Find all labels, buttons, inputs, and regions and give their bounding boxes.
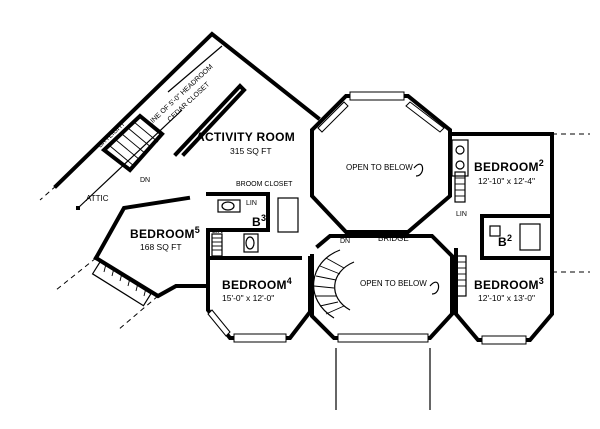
extension-lines (39, 185, 159, 331)
bedroom-4-label: BEDROOM4 (222, 276, 292, 292)
bedroom-3-walls (454, 248, 590, 345)
broom-closet-label: BROOM CLOSET (236, 181, 293, 188)
bedroom-2-walls (450, 132, 590, 218)
bedroom-3-label: BEDROOM3 (474, 276, 544, 292)
open-to-below-upper: OPEN TO BELOW (346, 163, 413, 172)
bath-2-walls (480, 214, 554, 260)
bath-3-walls (206, 192, 302, 260)
linen-closet-label-2: LIN (456, 211, 467, 218)
bedroom-2-dims: 12'-10" x 12'-4" (478, 176, 535, 186)
bath-3-label: B3 (252, 213, 266, 229)
exterior-walls (53, 31, 321, 299)
bedroom-5-closet (91, 261, 152, 307)
porch-outline (335, 348, 431, 410)
down-label-curved-stair: DN (340, 238, 350, 245)
cedar-closet-walls (167, 45, 247, 157)
bridge-label: BRIDGE (378, 234, 409, 243)
bath-2-label: B2 (498, 233, 512, 249)
bedroom-3-dims: 12'-10" x 13'-0" (478, 293, 535, 303)
bedroom-2-label: BEDROOM2 (474, 158, 544, 174)
down-label-attic-stair: DN (140, 177, 150, 184)
upper-octagon (310, 91, 452, 234)
bedroom-4-walls (206, 256, 312, 343)
attic-stair (100, 113, 165, 173)
arrow-icons (413, 163, 440, 295)
headroom-line-label: LINE OF 5'-0" HEADROOM (147, 63, 215, 127)
linen-closet-label-3: LIN (212, 228, 223, 235)
labels: ACTIVITY ROOM 315 SQ FT OPEN TO BELOW OP… (86, 63, 544, 303)
activity-room-label: ACTIVITY ROOM (196, 130, 295, 144)
linen-closet-label-1: LIN (246, 200, 257, 207)
attic-label: ATTIC (86, 194, 109, 203)
bedroom-5-label: BEDROOM5 (130, 225, 200, 241)
lower-octagon (310, 234, 454, 343)
activity-room-area: 315 SQ FT (230, 146, 272, 156)
bedroom-4-dims: 15'-0" x 12'-0" (222, 293, 274, 303)
bedroom-5-area: 168 SQ FT (140, 242, 182, 252)
open-to-below-lower: OPEN TO BELOW (360, 279, 427, 288)
